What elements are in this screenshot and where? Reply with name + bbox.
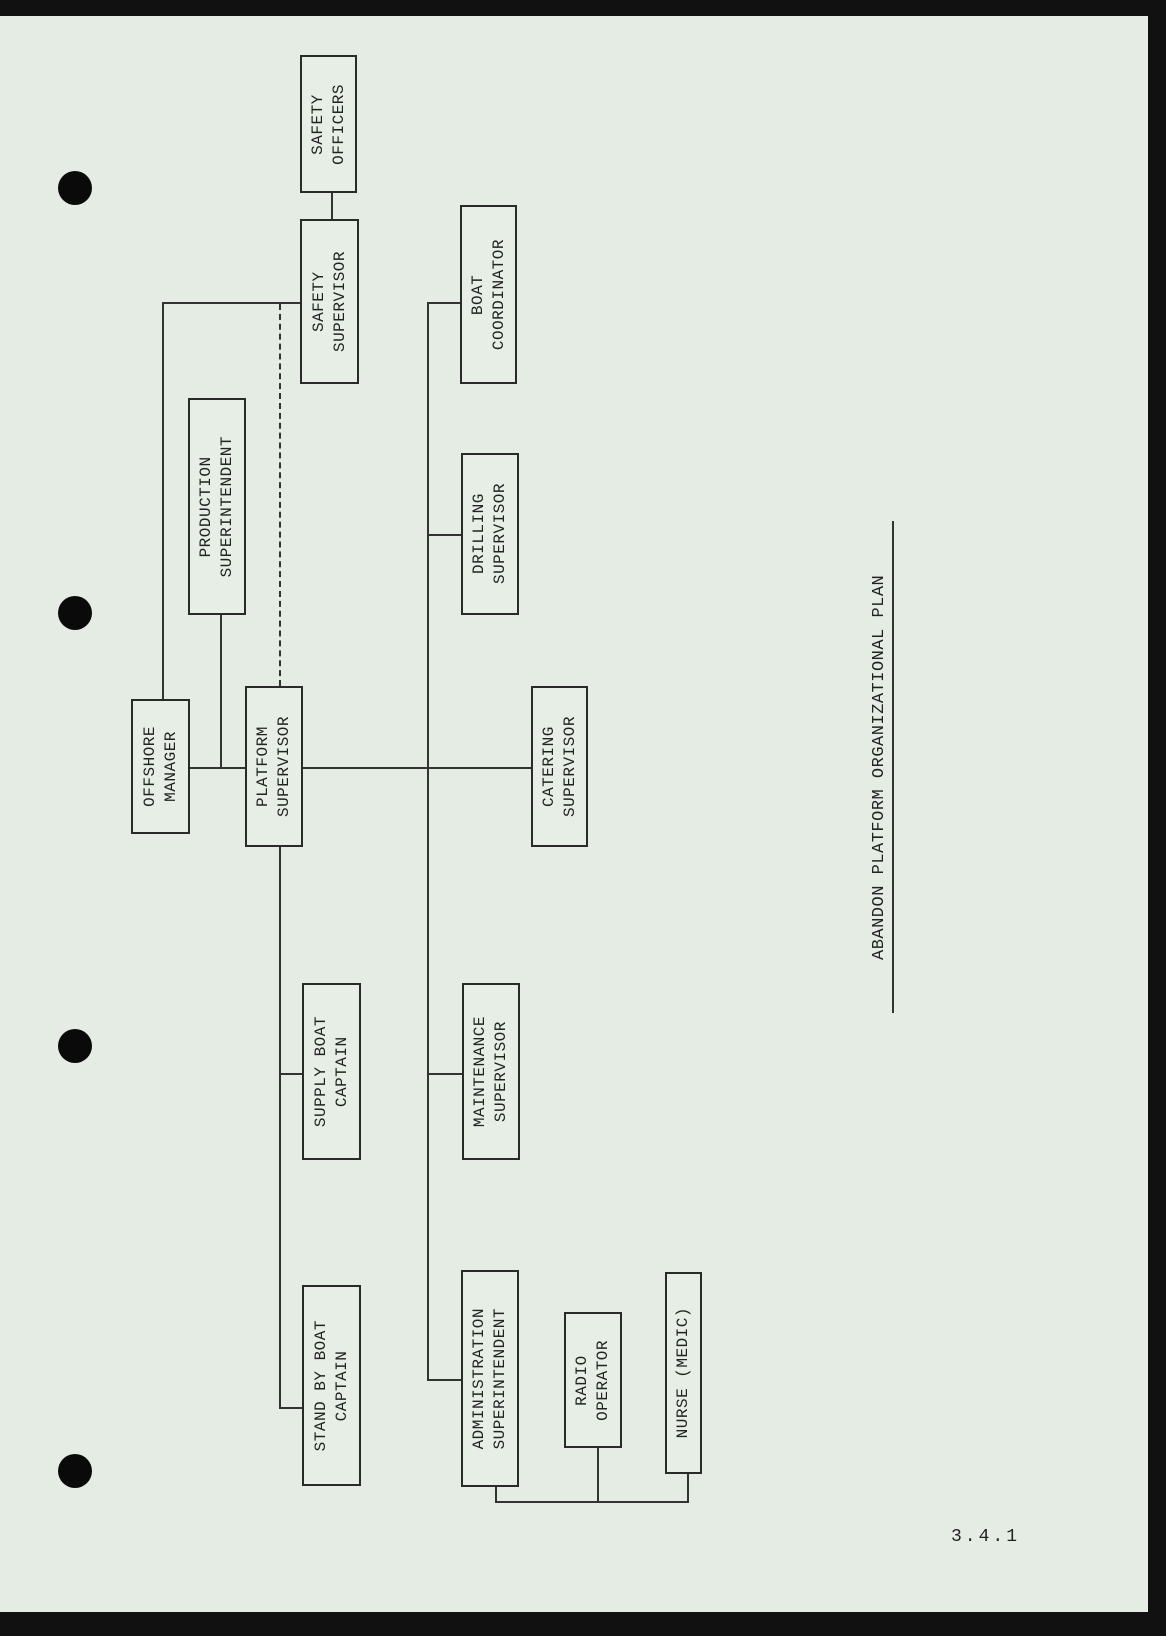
box-label: RADIO	[573, 1354, 591, 1406]
connector-line	[280, 1407, 302, 1409]
box-label: SUPERVISOR	[275, 715, 293, 817]
box-label: MAINTENANCE	[471, 1015, 489, 1128]
chart-title: ABANDON PLATFORM ORGANIZATIONAL PLAN	[870, 521, 894, 1013]
connector-line	[279, 847, 281, 1409]
box-label: OPERATOR	[594, 1339, 612, 1421]
box-label: CAPTAIN	[332, 1350, 351, 1421]
connector-line	[428, 302, 460, 304]
connector-line	[597, 1448, 599, 1502]
connector-line	[428, 1073, 462, 1075]
page-number: 3.4.1	[951, 1527, 1021, 1547]
connector-line	[280, 1073, 302, 1075]
connector-line	[163, 302, 300, 304]
box-label: PRODUCTION	[197, 455, 215, 557]
box-label: SAFETY	[308, 93, 327, 155]
connector-line	[427, 302, 429, 1381]
box-label: SUPERINTENDENT	[491, 1307, 509, 1450]
box-label: DRILLING	[470, 493, 488, 575]
connector-line	[687, 1474, 689, 1502]
box-label: SUPERVISOR	[492, 1021, 510, 1123]
box-label: MANAGER	[161, 731, 180, 802]
connector-line	[162, 302, 164, 699]
connector-line	[495, 1501, 689, 1503]
connector-line	[428, 534, 461, 536]
box-label: CATERING	[539, 726, 558, 807]
box-label: SAFETY	[309, 271, 328, 332]
box-label: STAND BY BOAT	[311, 1319, 330, 1452]
box-label: ADMINISTRATION	[470, 1307, 488, 1450]
box-label: PLATFORM	[254, 726, 272, 807]
punch-hole	[58, 171, 92, 205]
dotted-reporting-line	[279, 304, 281, 686]
box-label: OFFSHORE	[140, 726, 159, 807]
box-label: SUPERVISOR	[560, 715, 579, 817]
punch-hole	[58, 1029, 92, 1063]
punch-hole	[58, 596, 92, 630]
box-label: BOAT	[468, 274, 487, 315]
connector-line	[331, 193, 333, 219]
box-label: COORDINATOR	[489, 238, 508, 351]
box-label: SUPPLY BOAT	[311, 1015, 330, 1128]
punch-hole	[58, 1454, 92, 1488]
connector-line	[220, 615, 222, 768]
box-label: SUPERINTENDENT	[218, 435, 236, 578]
box-label: NURSE (MEDIC)	[674, 1307, 692, 1439]
box-label: SUPERVISOR	[491, 483, 509, 585]
box-label: OFFICERS	[329, 83, 348, 165]
connector-line	[495, 1487, 497, 1502]
box-label: CAPTAIN	[332, 1036, 351, 1107]
connector-line	[428, 1379, 461, 1381]
box-nurse-medic: NURSE (MEDIC)	[665, 1272, 702, 1474]
box-label: SUPERVISOR	[330, 250, 349, 352]
connector-line	[190, 767, 531, 769]
